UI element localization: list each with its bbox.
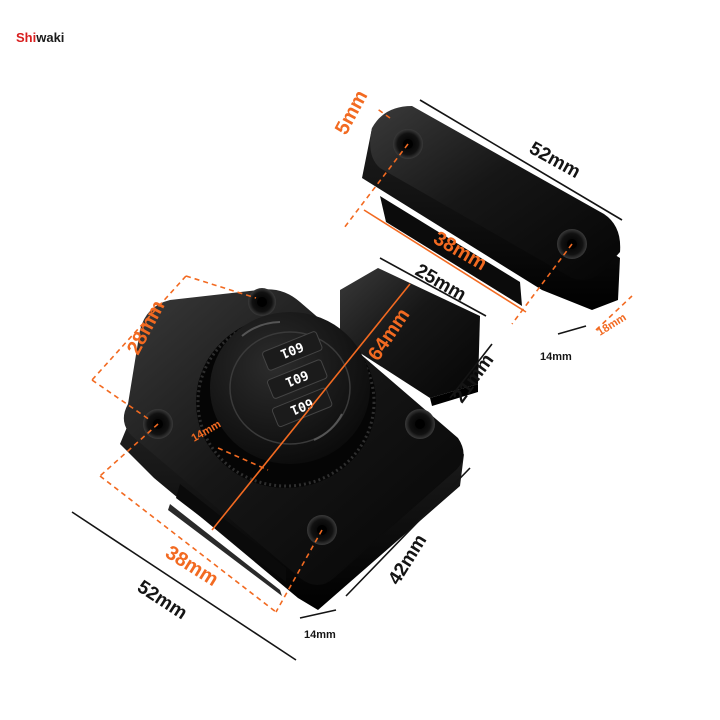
brand-logo: Shiwaki <box>16 30 64 45</box>
label-strike-depth: 14mm <box>540 351 572 363</box>
lock-bolt <box>340 268 480 406</box>
digit-wheels: 601 601 601 <box>262 331 333 428</box>
label-base-depth: 14mm <box>304 629 336 641</box>
dimension-lines <box>71 99 633 661</box>
label-strike-hole: 5mm <box>331 87 372 139</box>
combination-dial: 601 601 601 <box>196 312 376 488</box>
brand-logo-part2: waki <box>36 30 65 45</box>
strike-plate <box>362 106 621 310</box>
label-base-width: 52mm <box>133 577 190 625</box>
label-base-spacing: 38mm <box>161 542 222 591</box>
brand-logo-part1: Shi <box>16 30 37 45</box>
